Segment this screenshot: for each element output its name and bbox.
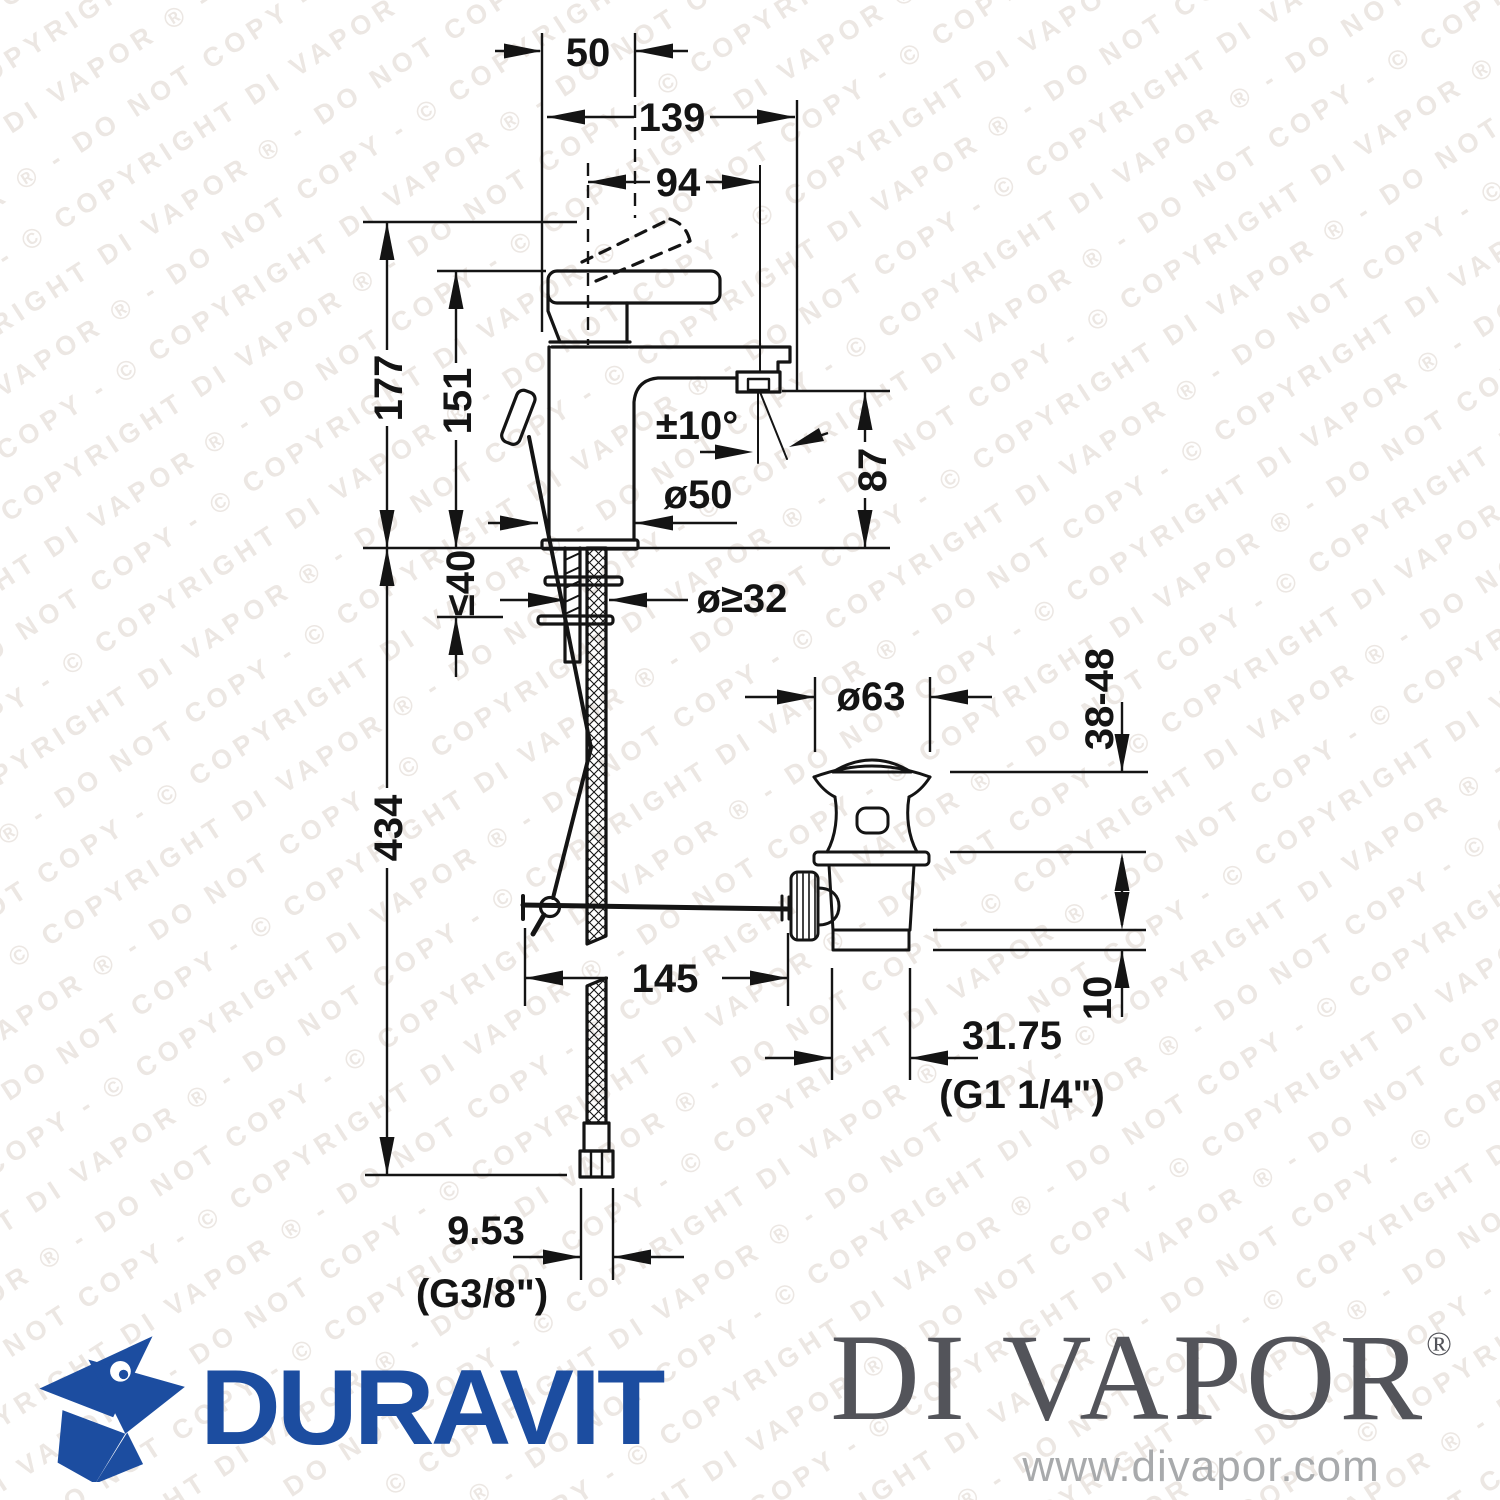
- arrowheads: [379, 43, 1130, 1265]
- duravit-wordmark: DURAVIT: [200, 1347, 665, 1467]
- duravit-logo: DURAVIT: [32, 1332, 665, 1482]
- dim-g1-14-label: (G1 1/4"): [939, 1073, 1105, 1117]
- dim-94-label: 94: [656, 161, 701, 205]
- dim-g3-8-label: (G3/8"): [416, 1272, 548, 1316]
- dim-31-75-label: 31.75: [962, 1014, 1062, 1058]
- divapor-wordmark-text: DI VAPOR: [830, 1309, 1427, 1446]
- dim-177-label: 177: [367, 355, 411, 422]
- dim-le40-label: ≤40: [439, 550, 483, 616]
- dim-38-48-label: 38-48: [1078, 648, 1122, 750]
- dim-151-label: 151: [436, 368, 480, 435]
- registered-mark: ®: [1426, 1326, 1452, 1363]
- divapor-wordmark: DI VAPOR®: [830, 1316, 1452, 1440]
- faucet-outline: [500, 217, 792, 1179]
- dim-dia-ge32-label: ø≥32: [697, 577, 788, 621]
- duravit-bird-icon: [39, 1336, 185, 1482]
- dim-145-label: 145: [632, 957, 699, 1001]
- dim-pm10-label: ±10°: [656, 404, 738, 448]
- dim-434-label: 434: [367, 794, 411, 861]
- dim-dia63-label: ø63: [837, 675, 906, 719]
- dim-dia50-label: ø50: [664, 473, 733, 517]
- dimension-labels: 50 139 94 177 151 ≤40 ø≥32 ±10° 87 ø50 4…: [367, 31, 1122, 1316]
- drain-outline: [757, 391, 932, 952]
- dim-50-label: 50: [566, 31, 611, 75]
- divapor-logo: DI VAPOR® www.divapor.com: [830, 1316, 1452, 1492]
- dim-139-label: 139: [639, 96, 706, 140]
- dim-10-label: 10: [1076, 976, 1120, 1021]
- dim-9-53-label: 9.53: [447, 1209, 525, 1253]
- dim-87-label: 87: [851, 448, 895, 493]
- divapor-url: www.divapor.com: [1022, 1442, 1380, 1491]
